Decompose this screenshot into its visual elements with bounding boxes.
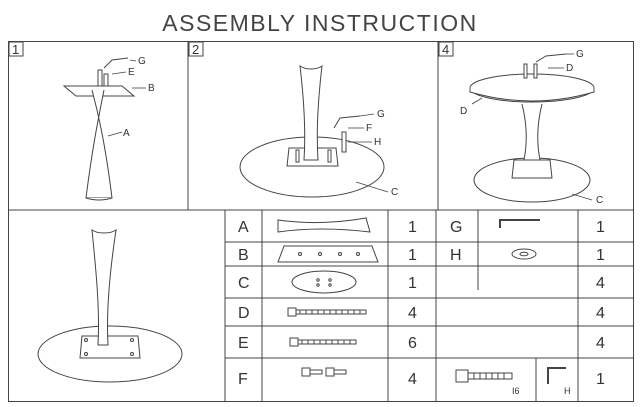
part-letter-g: G (450, 219, 462, 236)
step-1-callout-e: E (128, 67, 135, 78)
part-qty-row6: 1 (596, 371, 605, 388)
medium-bolt-icon (289, 337, 357, 347)
allen-key-icon (499, 219, 540, 228)
part-qty-c: 1 (408, 275, 417, 292)
washer-icon (511, 248, 537, 260)
step-4-callout-d-bolt: D (566, 63, 573, 74)
step-2-box (188, 41, 204, 57)
step-1-callout-a: A (123, 128, 130, 139)
step-2-callout-h: H (374, 137, 381, 148)
step-4-callout-g: G (576, 49, 584, 60)
step-2-illustration (239, 64, 385, 198)
part-letter-d: D (238, 305, 250, 322)
part-qty-d: 4 (408, 305, 417, 322)
step-1-box (8, 41, 24, 57)
step-1-illustration (62, 57, 136, 201)
step-2-number: 2 (192, 42, 199, 57)
part-qty-h: 1 (596, 247, 605, 264)
part-qty-g: 1 (596, 219, 605, 236)
part-qty-row4: 4 (596, 305, 605, 322)
step-1-number: 1 (12, 42, 19, 57)
part-letter-f: F (238, 371, 248, 388)
table-leg-icon (277, 217, 371, 233)
step-1-callout-g: G (138, 56, 146, 67)
mounting-plate-icon (277, 245, 379, 263)
part-qty-f: 4 (408, 371, 417, 388)
step-4-callout-c: C (596, 195, 603, 206)
extra-bolt-label: I6 (512, 386, 520, 396)
step-2-callout-g: G (377, 109, 385, 120)
part-qty-row3: 4 (596, 275, 605, 292)
step-4-illustration (469, 53, 595, 203)
part-qty-row5: 4 (596, 335, 605, 352)
step-2-callout-f: F (366, 123, 372, 134)
part-letter-a: A (238, 219, 249, 236)
part-qty-a: 1 (408, 219, 417, 236)
part-letter-c: C (238, 275, 250, 292)
round-base-icon (291, 270, 357, 294)
step-1-callout-b: B (148, 83, 155, 94)
long-bolt-icon (287, 307, 367, 317)
extra-key-label: H (564, 386, 571, 396)
step-4-number: 4 (442, 42, 449, 57)
short-bolts-icon (301, 367, 347, 377)
step-4-box (438, 41, 454, 57)
page-title: ASSEMBLY INSTRUCTION (162, 10, 478, 36)
step-2-callout-c: C (391, 187, 398, 198)
instruction-frame (8, 41, 634, 402)
step-4-callout-d-top: D (460, 106, 467, 117)
part-qty-b: 1 (408, 247, 417, 264)
part-letter-e: E (238, 335, 249, 352)
assembled-base-illustration (37, 228, 183, 383)
part-letter-h: H (450, 247, 462, 264)
extra-hardware-icon (455, 367, 566, 384)
part-letter-b: B (238, 247, 249, 264)
part-qty-e: 6 (408, 335, 417, 352)
